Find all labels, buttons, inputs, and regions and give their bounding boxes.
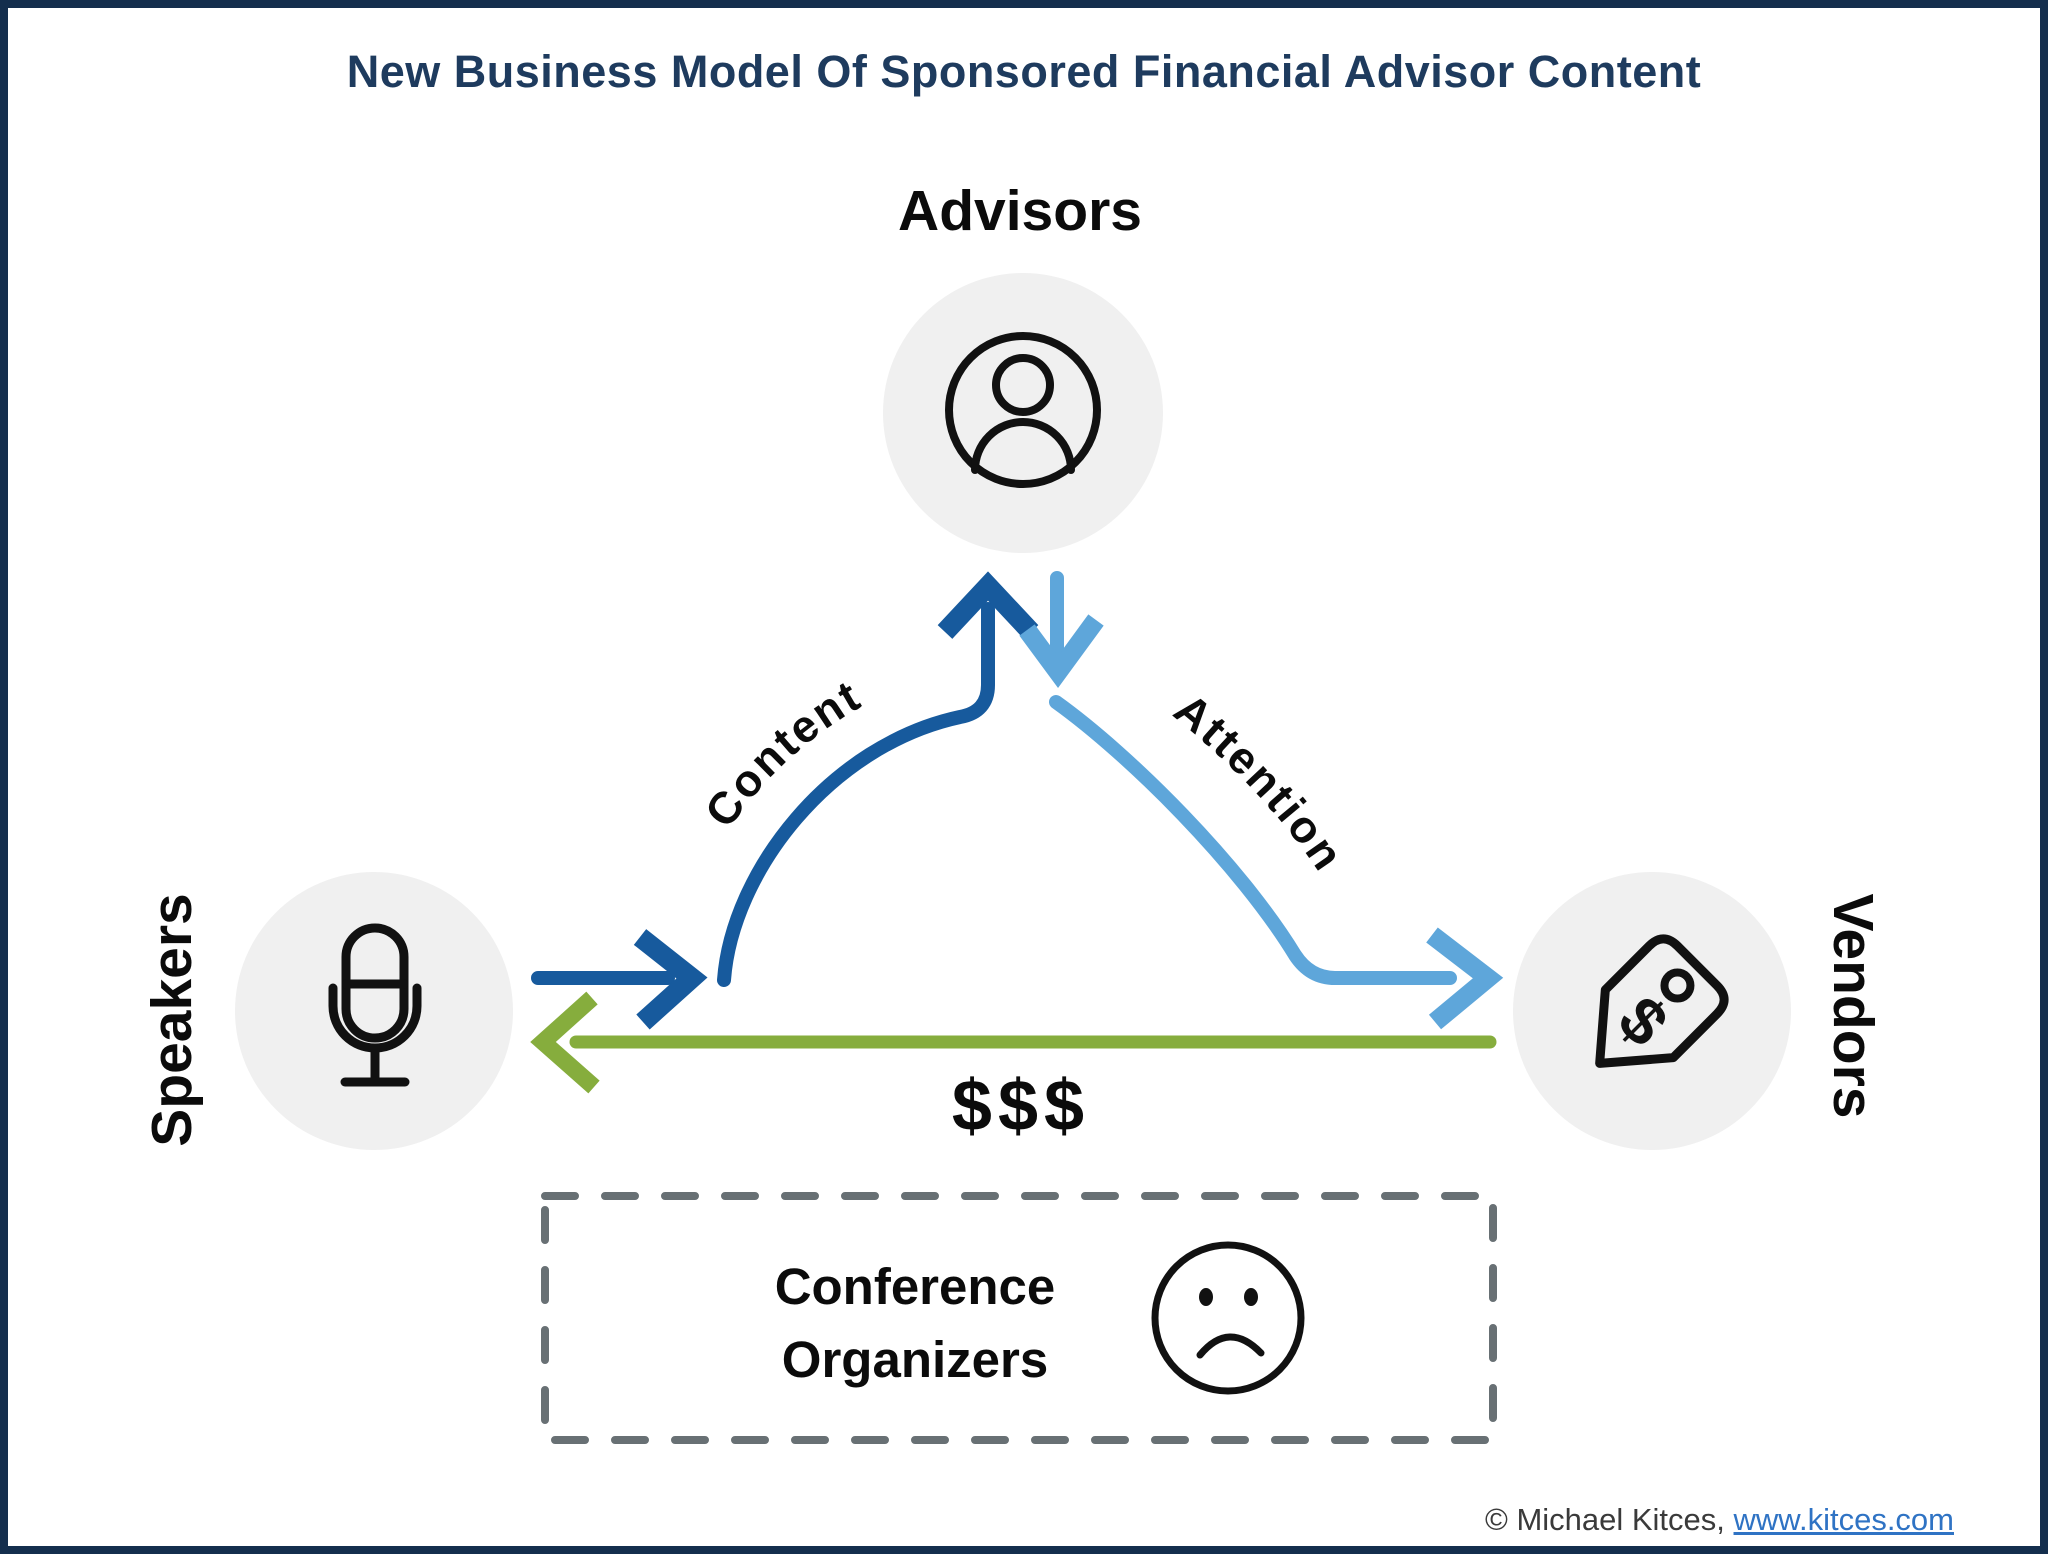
conference-organizers-label: Conference Organizers	[774, 1258, 1056, 1388]
speakers-label: Speakers	[140, 893, 204, 1147]
vendors-label: Vendors	[1821, 893, 1885, 1119]
kitces-link[interactable]: www.kitces.com	[1733, 1502, 1954, 1537]
vendors-node-circle	[1513, 872, 1791, 1150]
attention-flow-arrowheads	[1019, 614, 1504, 1030]
sad-face-icon	[1151, 1241, 1305, 1395]
content-flow-line	[531, 602, 995, 987]
diagram-canvas: $ Content Attention	[235, 273, 1791, 1444]
speakers-node-circle	[235, 872, 513, 1150]
attention-flow-line	[1049, 571, 1457, 985]
content-flow-arrowheads	[633, 571, 1039, 1030]
user-icon	[945, 332, 1101, 488]
copyright-text: © Michael Kitces,	[1484, 1502, 1734, 1537]
microphone-icon	[328, 923, 422, 1087]
diagram-title: New Business Model Of Sponsored Financia…	[346, 46, 1702, 97]
money-flow-amount-label: $$$	[951, 1066, 1091, 1146]
copyright-line: © Michael Kitces, www.kitces.com	[1485, 1502, 1954, 1538]
advisors-label: Advisors	[898, 179, 1142, 243]
content-flow-label: Content	[695, 669, 870, 836]
attention-flow-label: Attention	[1165, 683, 1355, 881]
money-flow-arrowhead	[530, 991, 600, 1094]
